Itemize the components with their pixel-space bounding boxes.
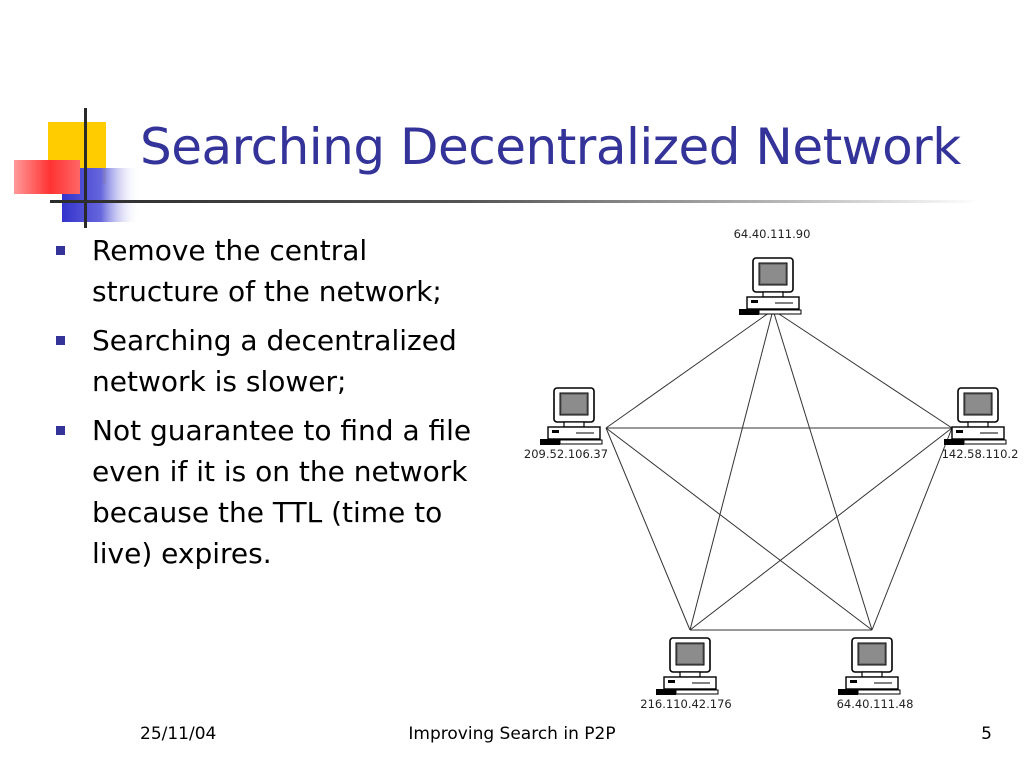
square-bullet-icon (56, 336, 65, 345)
network-node: 64.40.111.90 (734, 227, 811, 316)
deco-red-block (14, 160, 80, 194)
computer-icon (943, 387, 1007, 446)
network-links (605, 309, 953, 631)
node-label: 216.110.42.176 (640, 697, 731, 711)
square-bullet-icon (56, 246, 65, 255)
bullet-text: Not guarantee to find a file even if it … (92, 414, 472, 570)
bullet-item: Remove the central structure of the netw… (52, 230, 492, 312)
computer-icon (837, 637, 901, 696)
deco-vertical-line (84, 108, 87, 228)
bullet-list: Remove the central structure of the netw… (52, 230, 492, 582)
bullet-text: Searching a decentralized network is slo… (92, 324, 457, 398)
node-label: 64.40.111.90 (734, 227, 811, 241)
computer-icon (655, 637, 719, 696)
corner-decoration (14, 108, 140, 228)
network-node: 142.58.110.2 (942, 387, 1019, 461)
bullet-item: Searching a decentralized network is slo… (52, 320, 492, 402)
bullet-item: Not guarantee to find a file even if it … (52, 410, 492, 574)
title-divider (50, 200, 980, 203)
network-node: 64.40.111.48 (837, 637, 914, 711)
network-node: 216.110.42.176 (640, 637, 732, 711)
slide-title: Searching Decentralized Network (140, 118, 961, 176)
network-node: 209.52.106.37 (524, 387, 608, 461)
node-label: 142.58.110.2 (942, 447, 1019, 461)
node-label: 64.40.111.48 (837, 697, 914, 711)
footer-title: Improving Search in P2P (408, 724, 616, 744)
computer-icon (539, 387, 603, 446)
node-label: 209.52.106.37 (524, 447, 608, 461)
square-bullet-icon (56, 426, 65, 435)
footer-date: 25/11/04 (140, 724, 217, 744)
computer-icon (738, 257, 802, 316)
network-diagram: 64.40.111.90 209.52.106.37 142.58.110.2 … (524, 227, 1019, 711)
bullet-text: Remove the central structure of the netw… (92, 234, 442, 308)
page-number: 5 (981, 724, 992, 744)
